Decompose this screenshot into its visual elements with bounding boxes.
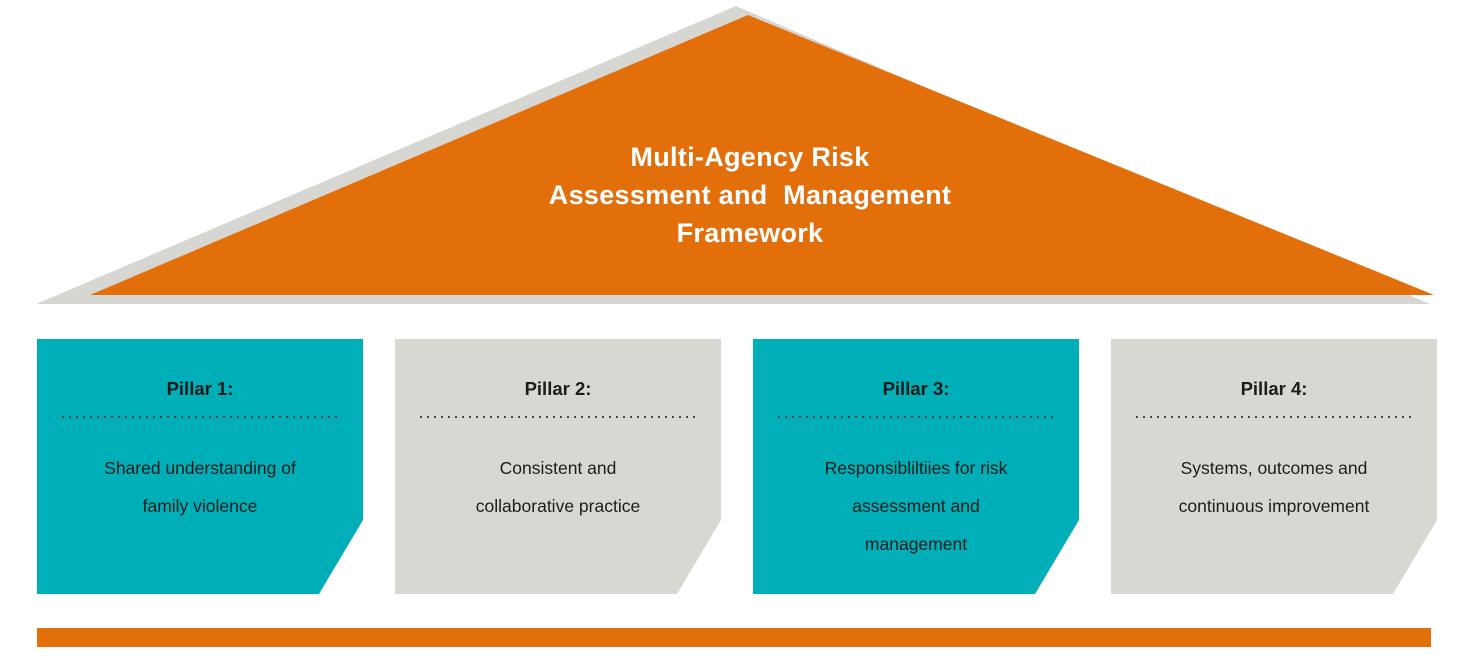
roof-triangle-shape: [90, 15, 1434, 295]
pillar-3-dotted-divider: [778, 416, 1054, 418]
pillar-4-body: Systems, outcomes and continuous improve…: [1178, 458, 1370, 516]
pillar-2-dotted-divider: [420, 416, 696, 418]
foundation-bar: [37, 628, 1431, 647]
pillar-2-heading: Pillar 2:: [524, 378, 592, 399]
pillar-1-dotted-divider: [62, 416, 338, 418]
roof-title: Multi-Agency Risk Assessment and Managem…: [548, 142, 952, 248]
pillar-card-3: Pillar 3: Responsibliltiies for risk ass…: [753, 339, 1079, 594]
pillar-card-4: Pillar 4: Systems, outcomes and continuo…: [1111, 339, 1437, 594]
roof-graphic: [36, 6, 1434, 304]
pillar-1-heading: Pillar 1:: [166, 378, 234, 399]
pillar-1-body: Shared understanding of family violence: [104, 458, 296, 516]
pillar-3-heading: Pillar 3:: [882, 378, 950, 399]
pillar-card-2: Pillar 2: Consistent and collaborative p…: [395, 339, 721, 594]
pillar-3-body: Responsibliltiies for risk assessment an…: [824, 458, 1008, 554]
pillar-4-heading: Pillar 4:: [1240, 378, 1308, 399]
pillar-card-1: Pillar 1: Shared understanding of family…: [37, 339, 363, 594]
pillar-2-body: Consistent and collaborative practice: [475, 458, 641, 516]
pillar-4-dotted-divider: [1136, 416, 1412, 418]
